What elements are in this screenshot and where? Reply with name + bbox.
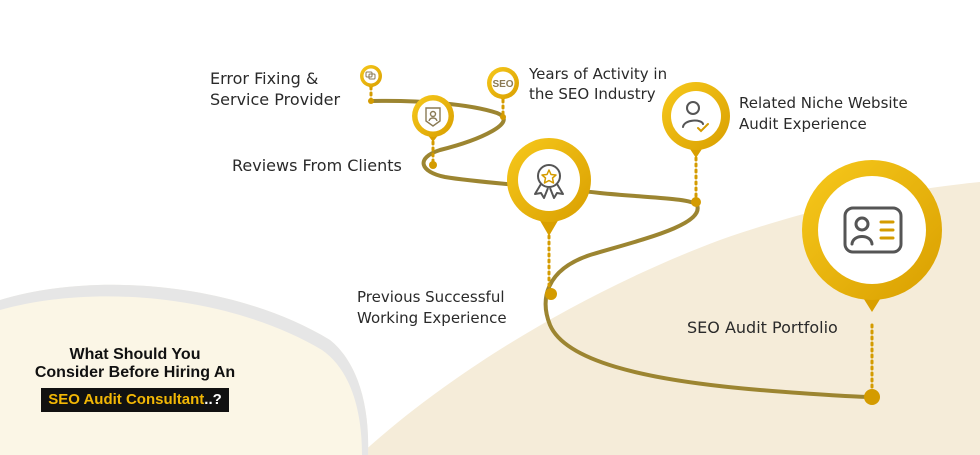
label-error-fixing-line2: Service Provider	[210, 90, 341, 109]
pin-previous-work	[507, 138, 591, 236]
path-dot-niche	[691, 197, 701, 207]
heading-line2: Consider Before Hiring An	[34, 364, 236, 381]
id-card-icon	[843, 206, 903, 254]
label-niche-audit-line2: Audit Experience	[739, 115, 867, 133]
label-niche-audit-line1: Related Niche Website	[739, 94, 908, 112]
label-portfolio-line1: SEO Audit Portfolio	[687, 318, 838, 337]
pin-error-fixing	[360, 65, 382, 89]
label-portfolio: SEO Audit Portfolio	[687, 317, 838, 338]
pin-reviews	[412, 95, 454, 142]
label-previous-work: Previous Successful Working Experience	[357, 287, 507, 329]
pin-years-activity: SEO	[487, 67, 519, 101]
label-error-fixing: Error Fixing & Service Provider	[210, 68, 340, 110]
background-gray-arc	[0, 284, 369, 455]
path-dot-portfolio	[864, 389, 880, 405]
heading-badge-main: SEO Audit Consultant	[48, 391, 205, 408]
label-previous-work-line1: Previous Successful	[357, 288, 505, 306]
path-dot-previous	[545, 288, 557, 300]
pin-niche-audit	[662, 82, 730, 158]
roadmap-path	[369, 98, 874, 399]
label-error-fixing-line1: Error Fixing &	[210, 69, 319, 88]
seo-icon: SEO	[492, 79, 513, 90]
heading-badge-suffix: ..?	[204, 391, 222, 408]
label-years-activity: Years of Activity in the SEO Industry	[529, 64, 667, 104]
path-dot-years	[500, 114, 506, 120]
path-dot-reviews	[429, 161, 437, 169]
heading-badge: SEO Audit Consultant..?	[41, 388, 229, 412]
award-ribbon-icon	[534, 164, 564, 199]
label-niche-audit: Related Niche Website Audit Experience	[739, 93, 908, 135]
user-check-icon	[682, 101, 709, 133]
label-years-activity-line1: Years of Activity in	[529, 65, 668, 83]
heading-line1: What Should You	[69, 346, 201, 363]
label-years-activity-line2: the SEO Industry	[529, 85, 656, 103]
pin-portfolio	[802, 160, 942, 312]
label-previous-work-line2: Working Experience	[357, 309, 507, 327]
label-reviews-line1: Reviews From Clients	[232, 156, 402, 175]
path-dot-error-fixing	[368, 98, 374, 104]
label-reviews: Reviews From Clients	[232, 155, 402, 176]
page-heading: What Should You Consider Before Hiring A…	[0, 346, 270, 412]
chat-bubbles-icon	[365, 71, 376, 80]
user-badge-icon	[425, 107, 441, 127]
